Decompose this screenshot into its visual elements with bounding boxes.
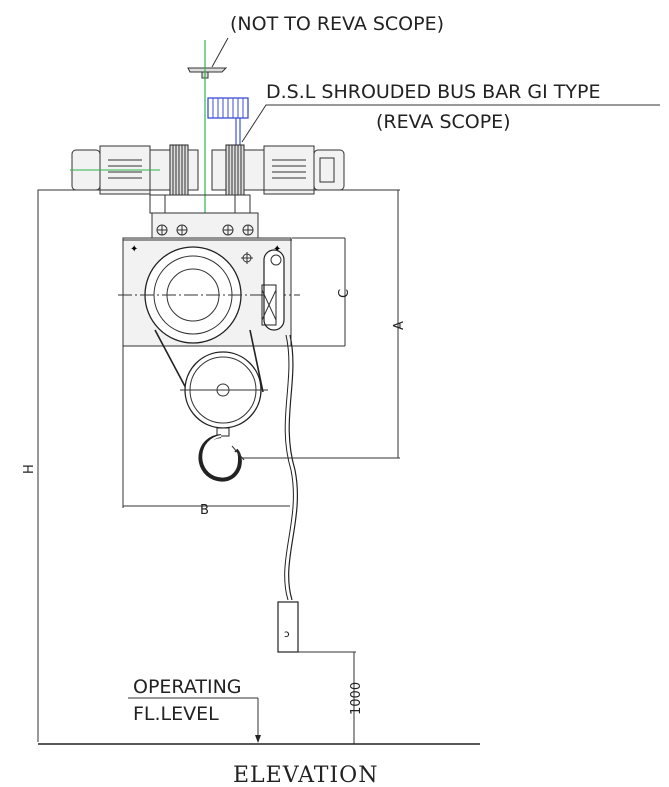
floor-label-operating: OPERATING xyxy=(133,676,242,698)
note-reva-scope: (REVA SCOPE) xyxy=(376,111,511,133)
drawing-title: ELEVATION xyxy=(233,763,378,787)
floor-label-level: FL.LEVEL xyxy=(133,703,219,725)
note-bus-bar: D.S.L SHROUDED BUS BAR GI TYPE xyxy=(266,81,600,103)
svg-text:ɔ: ɔ xyxy=(284,629,290,640)
trolley-frame xyxy=(149,194,259,239)
dimension-b xyxy=(122,346,290,508)
rope-drum xyxy=(118,246,300,344)
trolley-right-motor xyxy=(211,144,345,196)
dimension-a xyxy=(240,190,400,459)
pendant-box: ɔ xyxy=(277,601,299,653)
dimension-b-label: B xyxy=(200,503,209,518)
dimension-h xyxy=(37,189,400,742)
svg-text:✦: ✦ xyxy=(130,244,138,255)
dimension-c-label: C xyxy=(337,289,352,298)
dimension-1000-label: 1000 xyxy=(349,682,364,715)
leader-not-to-reva-scope xyxy=(211,37,229,68)
bus-bar xyxy=(207,97,249,150)
dimension-h-label: H xyxy=(22,464,37,474)
floor-arrow-icon xyxy=(255,735,261,743)
svg-text:✦: ✦ xyxy=(273,244,281,255)
hook-block xyxy=(154,329,268,482)
dimension-a-label: A xyxy=(392,321,407,330)
pendant-cable xyxy=(288,334,299,601)
limit-switch xyxy=(261,249,285,331)
pendant-cable-2 xyxy=(284,334,294,601)
runway-beam xyxy=(187,67,228,79)
dimension-1000 xyxy=(298,651,356,744)
note-not-to-reva-scope: (NOT TO REVA SCOPE) xyxy=(230,13,444,35)
leader-bus-bar xyxy=(241,104,660,143)
